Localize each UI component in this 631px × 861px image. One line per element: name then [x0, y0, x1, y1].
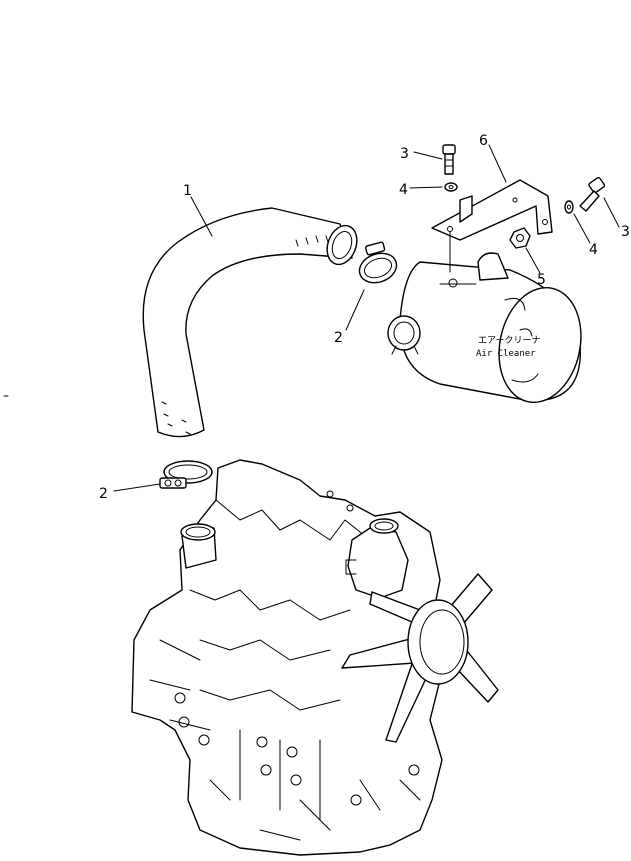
air-cleaner-label-jp: エアークリーナ [478, 335, 540, 346]
lower-hose-clamp [159, 460, 213, 489]
upper-washer [444, 182, 458, 192]
intake-hose [142, 207, 358, 438]
callout-5: 5 [537, 272, 546, 288]
side-bolt [579, 176, 606, 212]
callout-3-upper: 3 [400, 146, 409, 162]
nut [509, 227, 531, 249]
engine [131, 459, 443, 856]
leader-lines [113, 144, 620, 492]
callout-1: 1 [183, 183, 192, 199]
cooling-fan [341, 573, 499, 743]
upper-bolt [442, 144, 456, 175]
callout-4-upper: 4 [399, 182, 408, 198]
callout-6: 6 [479, 133, 488, 149]
air-cleaner-label-en: Air Cleaner [476, 349, 536, 359]
upper-hose-clamp [358, 241, 398, 284]
callout-2-upper: 2 [334, 330, 343, 346]
mounting-bracket [431, 179, 553, 273]
callouts: 1 2 2 3 3 4 4 5 6 [99, 133, 630, 502]
side-washer [564, 200, 574, 214]
callout-3-right: 3 [621, 224, 630, 240]
callout-2-lower: 2 [99, 486, 108, 502]
callout-4-right: 4 [589, 242, 598, 258]
air-cleaner: エアークリーナ Air Cleaner [387, 252, 582, 404]
